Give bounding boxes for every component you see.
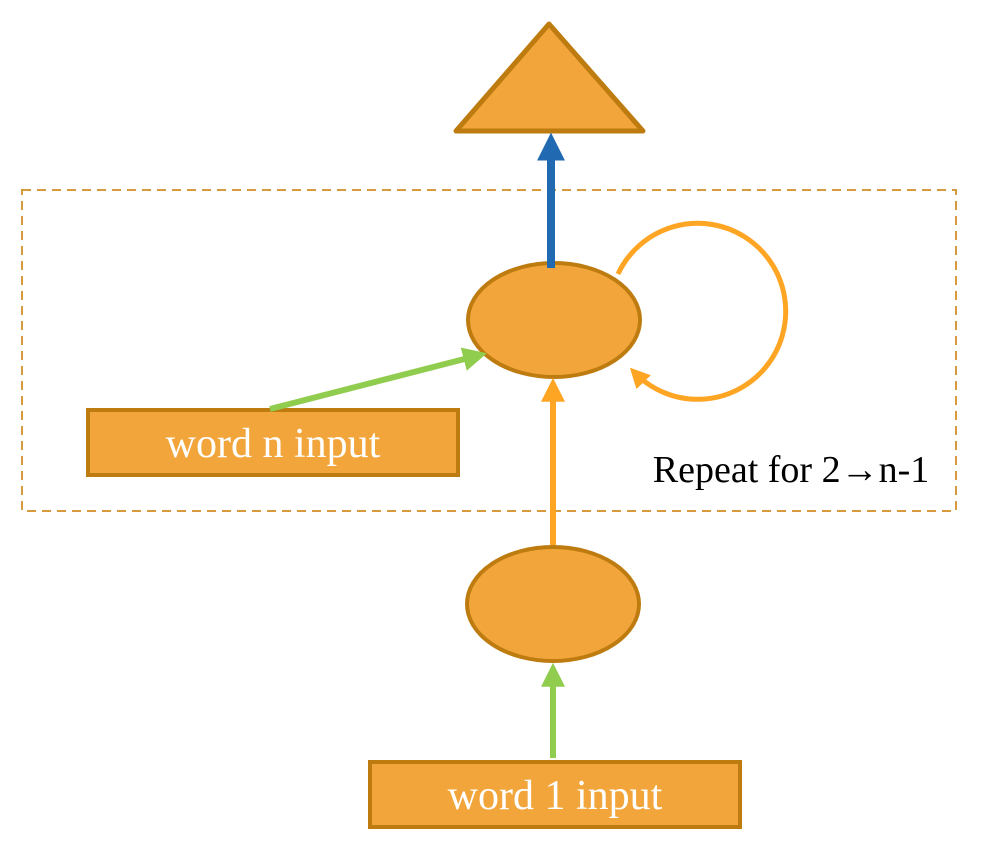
word-1-input-box xyxy=(368,760,742,829)
hidden-state-node-lower xyxy=(465,545,641,663)
green-arrow-word-n xyxy=(269,347,487,412)
hidden-state-node-upper xyxy=(466,261,642,379)
repeat-region-box xyxy=(21,189,957,512)
word-n-input-label: word n input xyxy=(166,421,381,467)
word-1-input-label: word 1 input xyxy=(448,773,663,819)
self-loop-arrow xyxy=(615,220,789,402)
word-n-input-box xyxy=(86,408,460,477)
repeat-note: Repeat for 2→n-1 xyxy=(653,449,929,491)
output-triangle xyxy=(453,21,646,134)
